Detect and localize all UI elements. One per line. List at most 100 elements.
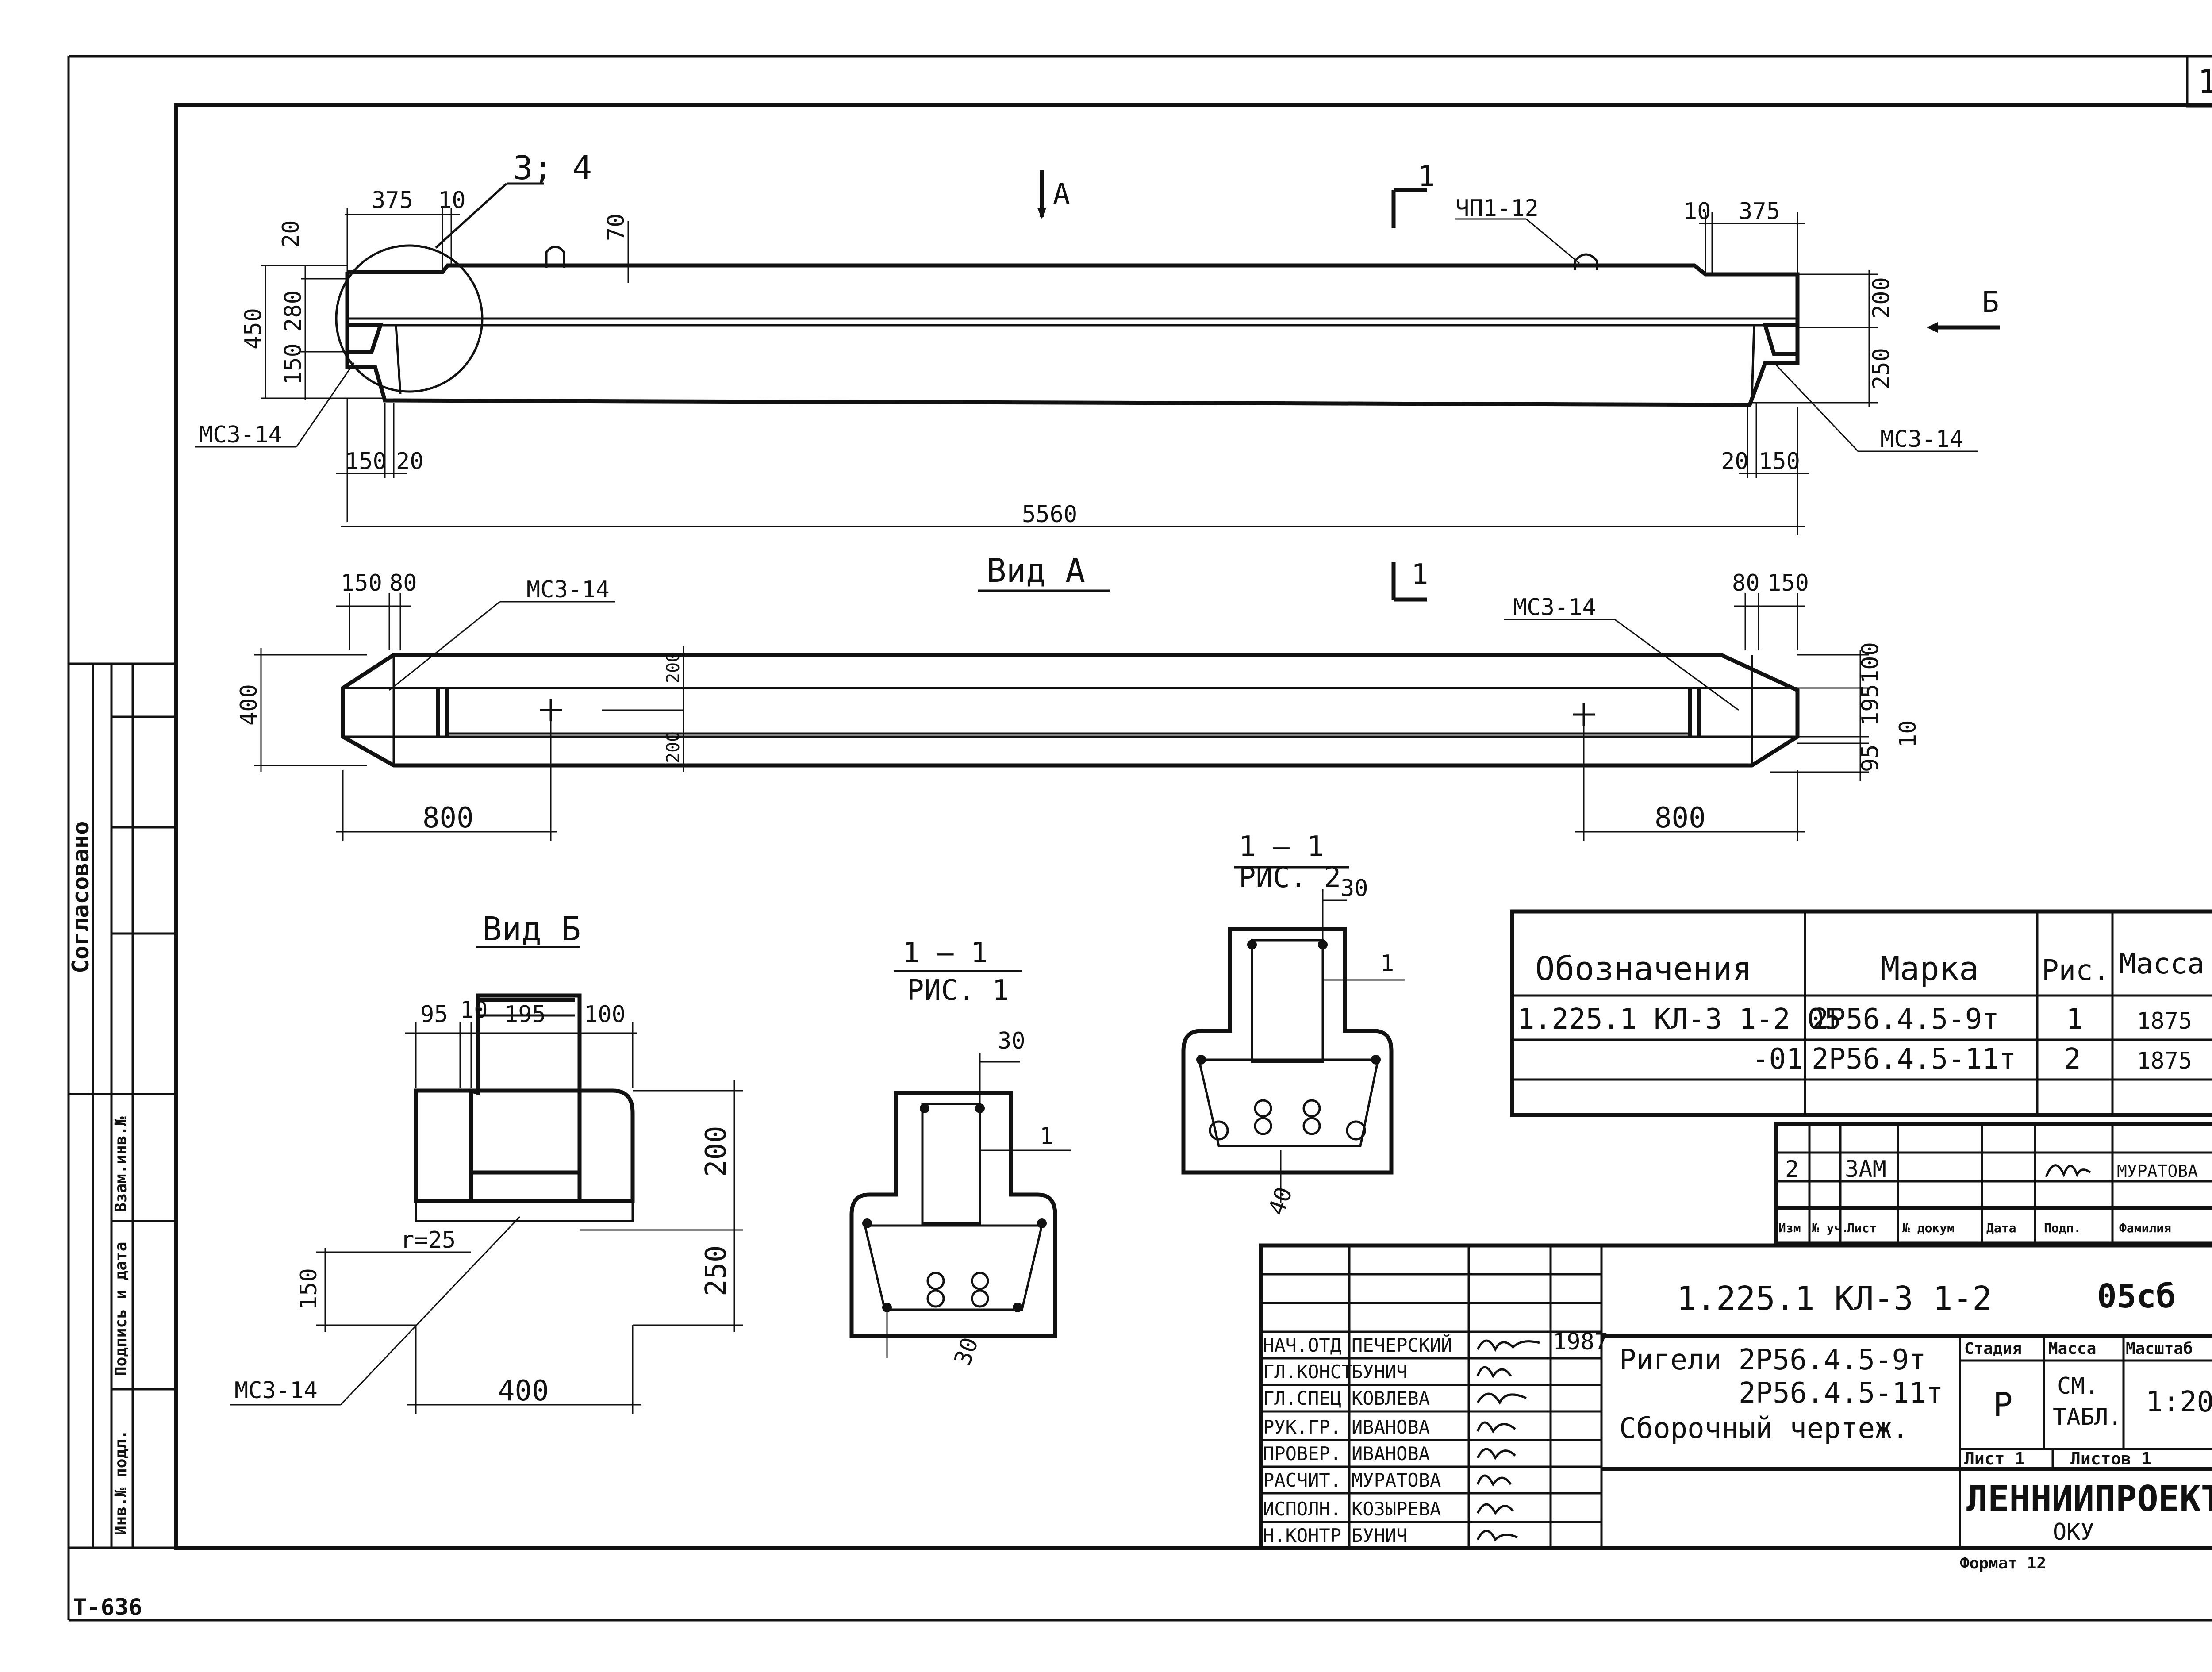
embed-left-label: МС3-14 [199, 422, 282, 448]
tb-title-line-1: Ригели 2Р56.4.5-9т [1619, 1344, 1926, 1376]
dim-375-left: 375 [372, 187, 413, 214]
view-b-dim-150: 150 [296, 1268, 322, 1310]
dim-20-right-h: 20 [1721, 448, 1749, 475]
tb-title-line-2: 2Р56.4.5-11т [1739, 1377, 1943, 1410]
tb-mass-line-1: СМ. [2057, 1373, 2099, 1399]
rev-surname: МУРАТОВА [2117, 1161, 2198, 1181]
dim-70: 70 [603, 213, 630, 241]
section-2-dim-40-bottom: 40 [1263, 1184, 1298, 1218]
view-a: Вид А 1 150 80 МС3-14 80 1 [236, 552, 1921, 841]
dim-450: 450 [240, 308, 267, 350]
spec-header-mark: Марка [1880, 950, 1979, 988]
staff-role-3: ГЛ.СПЕЦ [1263, 1388, 1341, 1409]
section-2-fig: РИС. 2 [1239, 861, 1341, 894]
staff-name-3: КОВЛЕВА [1352, 1388, 1430, 1409]
section-1-dim-30-top: 30 [998, 1028, 1025, 1054]
section-1-label: 1 — 1 [902, 937, 988, 969]
rev-header-date: Дата [1986, 1221, 2016, 1235]
view-b-dim-250: 250 [700, 1245, 733, 1296]
view-a-title: Вид А [987, 552, 1085, 590]
staff-role-6: РАСЧИТ. [1263, 1469, 1341, 1491]
swap-inv-label: Взам.инв.№ [112, 1116, 130, 1212]
dim-280: 280 [280, 290, 307, 332]
section-1-dim-30-bottom: 30 [949, 1334, 984, 1369]
spec-header-fig: Рис. [2042, 954, 2110, 987]
tb-mass-header: Масса [2048, 1340, 2096, 1358]
elevation-view: 3; 4 375 10 70 20 450 280 150 МС3-14 150… [195, 149, 2000, 535]
view-b-dim-100: 100 [584, 1001, 626, 1028]
staff-name-5: ИВАНОВА [1352, 1443, 1430, 1464]
tb-mass-line-2: ТАБЛ. [2053, 1404, 2122, 1430]
section-1: 1 — 1 РИС. 1 30 1 30 [849, 937, 1071, 1369]
dim-150-left-h: 150 [345, 448, 387, 475]
dim-150-right-h: 150 [1759, 448, 1800, 475]
title-block: 1.225.1 КЛ-3 1-2 05сб Ригели 2Р56.4.5-9т… [1259, 1243, 2212, 1572]
staff-role-4: РУК.ГР. [1263, 1416, 1341, 1438]
spec-row-2-fig: 2 [2064, 1043, 2081, 1076]
rev-num: 2 [1785, 1156, 1799, 1183]
tb-sheets: Листов 1 [2070, 1449, 2151, 1468]
tb-scale-header: Масштаб [2126, 1340, 2193, 1358]
spec-row-2-mark: 2Р56.4.5-11т [1812, 1043, 2016, 1076]
spec-row-1-fig: 1 [2066, 1003, 2083, 1036]
dim-200-right: 200 [1868, 277, 1895, 319]
spec-row-1-designation: 1.225.1 КЛ-3 1-2 05 [1517, 1003, 1841, 1036]
revisions-block: 2 ЗАМ МУРАТОВА Изм № уч. Лист № докум Да… [1774, 1122, 2212, 1245]
view-b-dim-10: 10 [460, 997, 488, 1023]
rev-action: ЗАМ [1845, 1156, 1886, 1183]
staff-name-4: ИВАНОВА [1352, 1416, 1430, 1438]
dim-20-left-h: 20 [396, 448, 424, 475]
spec-header-designation: Обозначения [1535, 950, 1752, 988]
section-2-label: 1 — 1 [1239, 830, 1324, 863]
tb-stage: Р [1993, 1386, 2013, 1424]
view-a-dim-200-a: 200 [663, 652, 684, 684]
section-1-pos: 1 [1040, 1123, 1053, 1149]
detail-callout: 3; 4 [513, 149, 592, 187]
dim-150-left-v: 150 [280, 343, 307, 385]
view-a-embed-right: МС3-14 [1513, 594, 1596, 621]
view-b-marker: Б [1982, 286, 1999, 319]
spec-header-mass: Масса [2119, 948, 2204, 980]
view-a-embed-left: МС3-14 [526, 577, 610, 603]
view-b: Вид Б 95 10 195 100 200 250 150 r=25 [230, 910, 743, 1414]
format-label: Формат 12 [1960, 1554, 2046, 1572]
staff-role-2: ГЛ.КОНСТ [1263, 1361, 1352, 1383]
tb-designation-suffix: 05сб [2097, 1277, 2176, 1315]
staff-role-1: НАЧ.ОТД [1263, 1334, 1341, 1356]
dim-20-left: 20 [278, 220, 304, 248]
dim-375-right: 375 [1739, 198, 1780, 225]
embed-right-label: МС3-14 [1880, 426, 1963, 453]
section-2: 1 — 1 РИС. 2 30 1 40 [1181, 830, 1405, 1218]
staff-name-1: ПЕЧЕРСКИЙ [1352, 1334, 1452, 1356]
view-a-dim-150-right: 150 [1767, 570, 1809, 596]
dim-10-left: 10 [438, 187, 466, 214]
view-b-title: Вид Б [482, 910, 581, 948]
dim-250-right: 250 [1868, 348, 1895, 389]
view-a-marker: А [1053, 178, 1070, 211]
page-number: 18 [2197, 63, 2212, 101]
tb-year: 1987 [1553, 1329, 1608, 1355]
view-b-dim-400: 400 [498, 1375, 549, 1407]
view-a-section-marker: 1 [1411, 558, 1429, 591]
section-2-dim-30-top: 30 [1340, 875, 1368, 902]
tb-stage-header: Стадия [1964, 1340, 2022, 1358]
inventory-code: Т-636 [73, 1594, 142, 1621]
section-2-pos: 1 [1380, 950, 1394, 977]
spec-table: Обозначения Марка Рис. Масса 1.225.1 КЛ-… [1510, 909, 2212, 1117]
rev-header-section: № уч. [1812, 1221, 1849, 1235]
dim-total-length: 5560 [1022, 501, 1077, 528]
view-a-dim-95: 95 [1857, 744, 1884, 772]
view-a-dim-80-left: 80 [389, 570, 417, 596]
spec-row-2-mass: 1875 [2137, 1048, 2192, 1074]
view-a-dim-800-right: 800 [1655, 802, 1706, 834]
view-b-embed: МС3-14 [234, 1377, 318, 1404]
view-b-dim-200: 200 [700, 1126, 733, 1177]
staff-role-8: Н.КОНТР [1263, 1525, 1341, 1546]
view-a-dim-10: 10 [1895, 720, 1921, 748]
view-b-radius: r=25 [400, 1227, 456, 1253]
inv-orig-label: Инв.№ подл. [112, 1430, 130, 1535]
tb-sheet: Лист 1 [1964, 1449, 2025, 1468]
rev-header-sheet: Лист [1847, 1221, 1877, 1235]
loop-label: ЧП1-12 [1455, 195, 1539, 222]
tb-title-line-3: Сборочный чертеж. [1619, 1412, 1909, 1445]
